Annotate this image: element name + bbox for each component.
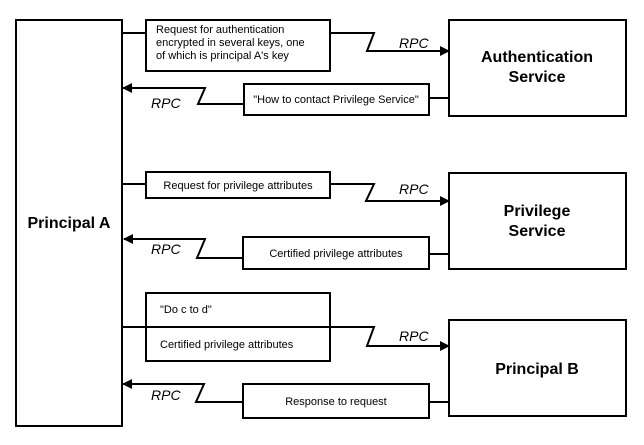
response-flow: Response to request RPC [122,379,449,419]
privilege-service-box: Privilege Service [448,172,627,270]
contact-privilege-message: "How to contact Privilege Service" [253,94,419,106]
rpc-label: RPC [151,241,181,257]
response-message: Response to request [285,396,387,408]
rpc-label: RPC [399,35,429,51]
certified-attributes-message: Certified privilege attributes [269,248,403,260]
rpc-label: RPC [151,95,181,111]
principal-a-box: Principal A [15,19,123,427]
principal-b-label: Principal B [495,361,579,378]
privilege-service-label-line2: Service [509,223,566,240]
authentication-service-box: Authentication Service [448,19,627,117]
privilege-request-message: Request for privilege attributes [163,180,313,192]
certified-attributes-flow: Certified privilege attributes RPC [123,234,449,270]
auth-request-flow: Request for authentication encrypted in … [122,19,450,72]
auth-request-line1: Request for authentication [156,24,284,36]
certified-attributes-b-message: Certified privilege attributes [160,339,294,351]
privilege-service-label-line1: Privilege [504,203,571,220]
authentication-service-label-line1: Authentication [481,49,593,66]
rpc-label: RPC [399,181,429,197]
principal-b-box: Principal B [448,319,627,417]
rpc-label: RPC [151,387,181,403]
auth-request-line3: of which is principal A's key [156,50,289,62]
do-c-to-d-message: "Do c to d" [160,304,212,316]
privilege-request-flow: Request for privilege attributes RPC [122,171,450,206]
contact-privilege-flow: "How to contact Privilege Service" RPC [122,83,449,116]
principal-a-label: Principal A [28,215,111,232]
do-c-to-d-flow: "Do c to d" Certified privilege attribut… [122,292,450,362]
auth-request-line2: encrypted in several keys, one [156,37,305,49]
rpc-label: RPC [399,328,429,344]
authentication-service-label-line2: Service [509,69,566,86]
